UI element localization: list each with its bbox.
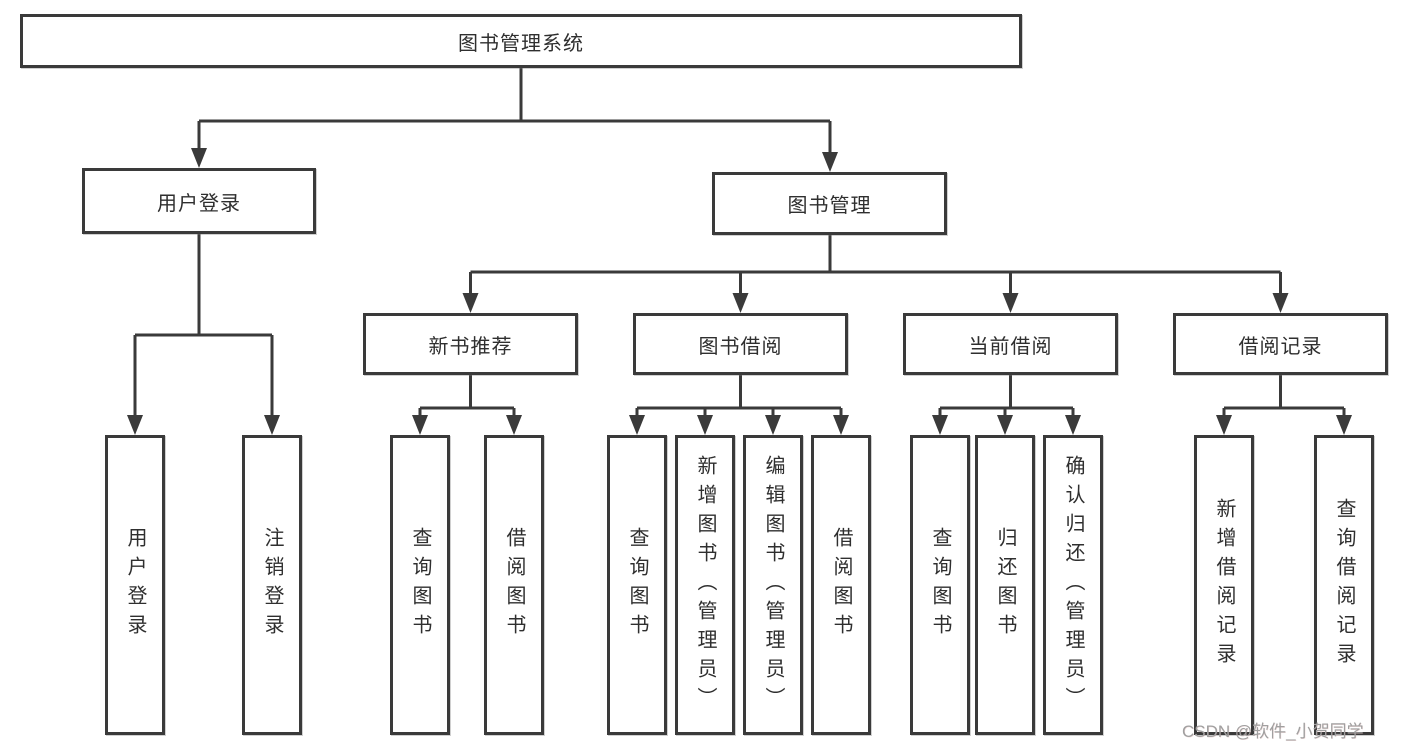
leaf-add-borrow-record: 新增借阅记录	[1194, 435, 1254, 735]
arrowheads	[127, 148, 1352, 435]
node-borrowing-records: 借阅记录	[1173, 313, 1388, 375]
node-system-root: 图书管理系统	[20, 14, 1022, 68]
node-book-borrowing-label: 图书借阅	[698, 335, 783, 358]
csdn-watermark: CSDN @软件_小贺同学	[1182, 722, 1364, 741]
leaf-query-books-recommend: 查询图书	[390, 435, 450, 735]
leaf-borrow-books-borrowing-label: 借阅图书	[830, 527, 852, 643]
leaf-user-login: 用户登录	[105, 435, 165, 735]
leaf-logout: 注销登录	[242, 435, 302, 735]
leaf-return-book-label: 归还图书	[994, 527, 1016, 643]
leaf-query-borrow-record: 查询借阅记录	[1314, 435, 1374, 735]
node-system-root-label: 图书管理系统	[458, 32, 584, 55]
leaf-edit-book-admin: 编辑图书（管理员）	[743, 435, 803, 735]
leaf-borrow-books-recommend-label: 借阅图书	[503, 527, 525, 643]
leaf-add-book-admin: 新增图书（管理员）	[675, 435, 735, 735]
node-user-login: 用户登录	[82, 168, 316, 234]
node-book-management-label: 图书管理	[787, 195, 872, 217]
leaf-query-books-borrowing-label: 查询图书	[626, 527, 648, 643]
leaf-query-books-recommend-label: 查询图书	[409, 527, 431, 643]
node-current-borrowing: 当前借阅	[903, 313, 1118, 375]
leaf-edit-book-admin-label: 编辑图书（管理员）	[762, 454, 784, 716]
node-current-borrowing-label: 当前借阅	[968, 335, 1053, 358]
node-borrowing-records-label: 借阅记录	[1238, 335, 1323, 358]
leaf-confirm-return-admin-label: 确认归还（管理员）	[1062, 454, 1084, 716]
leaf-add-borrow-record-label: 新增借阅记录	[1213, 498, 1235, 672]
leaf-return-book: 归还图书	[975, 435, 1035, 735]
node-book-management: 图书管理	[712, 172, 947, 235]
node-book-borrowing: 图书借阅	[633, 313, 848, 375]
leaf-query-books-current-label: 查询图书	[929, 527, 951, 643]
leaf-logout-label: 注销登录	[261, 527, 283, 643]
leaf-query-borrow-record-label: 查询借阅记录	[1333, 498, 1355, 672]
node-new-book-recommend: 新书推荐	[363, 313, 578, 375]
leaf-borrow-books-borrowing: 借阅图书	[811, 435, 871, 735]
leaf-add-book-admin-label: 新增图书（管理员）	[694, 454, 716, 716]
leaf-user-login-label: 用户登录	[124, 527, 146, 643]
leaf-query-books-current: 查询图书	[910, 435, 970, 735]
node-user-login-label: 用户登录	[157, 192, 241, 215]
node-new-book-recommend-label: 新书推荐	[428, 335, 513, 358]
leaf-confirm-return-admin: 确认归还（管理员）	[1043, 435, 1103, 735]
leaf-borrow-books-recommend: 借阅图书	[484, 435, 544, 735]
leaf-query-books-borrowing: 查询图书	[607, 435, 667, 735]
